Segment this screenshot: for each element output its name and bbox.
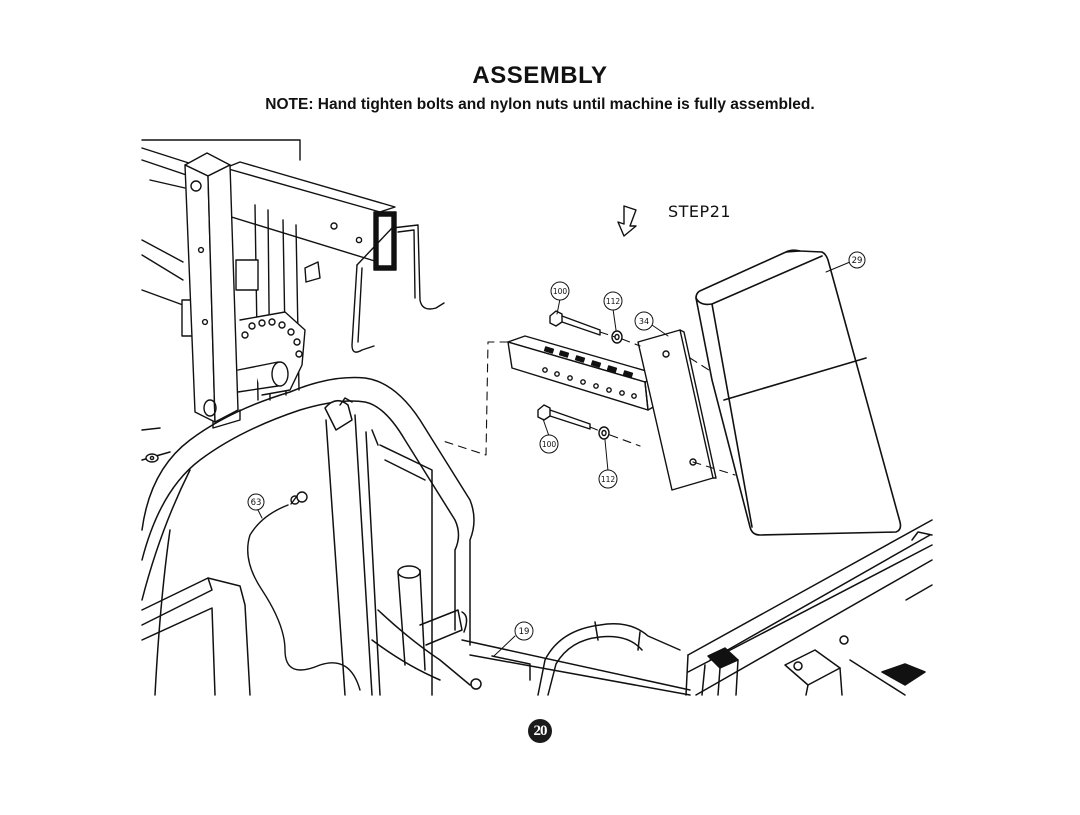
assembly-guide-lines bbox=[439, 331, 736, 476]
step-label: STEP21 bbox=[668, 202, 731, 221]
right-lower-frame bbox=[537, 519, 933, 696]
svg-text:29: 29 bbox=[852, 256, 863, 266]
svg-text:112: 112 bbox=[601, 475, 616, 484]
svg-text:63: 63 bbox=[251, 498, 262, 508]
washer-112-lower bbox=[598, 426, 610, 440]
upper-frame bbox=[141, 139, 445, 401]
washer-112-upper bbox=[611, 330, 623, 344]
main-tube-frame bbox=[141, 376, 691, 696]
svg-text:112: 112 bbox=[606, 297, 621, 306]
adjustment-bar bbox=[507, 335, 663, 411]
callout-100-upper: 100 bbox=[550, 281, 570, 315]
assembly-note: NOTE: Hand tighten bolts and nylon nuts … bbox=[265, 96, 815, 113]
svg-text:34: 34 bbox=[639, 317, 649, 326]
callout-112-lower: 112 bbox=[598, 439, 618, 489]
callout-100-lower: 100 bbox=[539, 418, 559, 454]
callout-19: 19 bbox=[493, 621, 534, 657]
callout-34: 34 bbox=[634, 311, 669, 337]
svg-text:100: 100 bbox=[542, 440, 557, 449]
page-number: 20 bbox=[528, 719, 552, 743]
page-title: ASSEMBLY bbox=[472, 62, 608, 89]
assembly-diagram: STEP21 29 100 112 34 100 bbox=[141, 139, 933, 696]
bolt-100-lower bbox=[537, 404, 591, 430]
callout-112-upper: 112 bbox=[603, 291, 623, 331]
cable-63 bbox=[247, 491, 361, 691]
callout-63: 63 bbox=[247, 493, 265, 519]
svg-text:100: 100 bbox=[553, 287, 568, 296]
callouts: 29 100 112 34 100 112 bbox=[247, 251, 866, 657]
step-arrow-icon bbox=[617, 205, 637, 237]
svg-text:19: 19 bbox=[519, 627, 530, 637]
nut-left-frame bbox=[145, 453, 159, 463]
left-upright bbox=[184, 152, 241, 429]
mounting-plate-34 bbox=[637, 329, 717, 491]
bolt-100-upper bbox=[549, 310, 601, 336]
back-pad-29 bbox=[695, 249, 902, 536]
callout-29: 29 bbox=[825, 251, 866, 273]
